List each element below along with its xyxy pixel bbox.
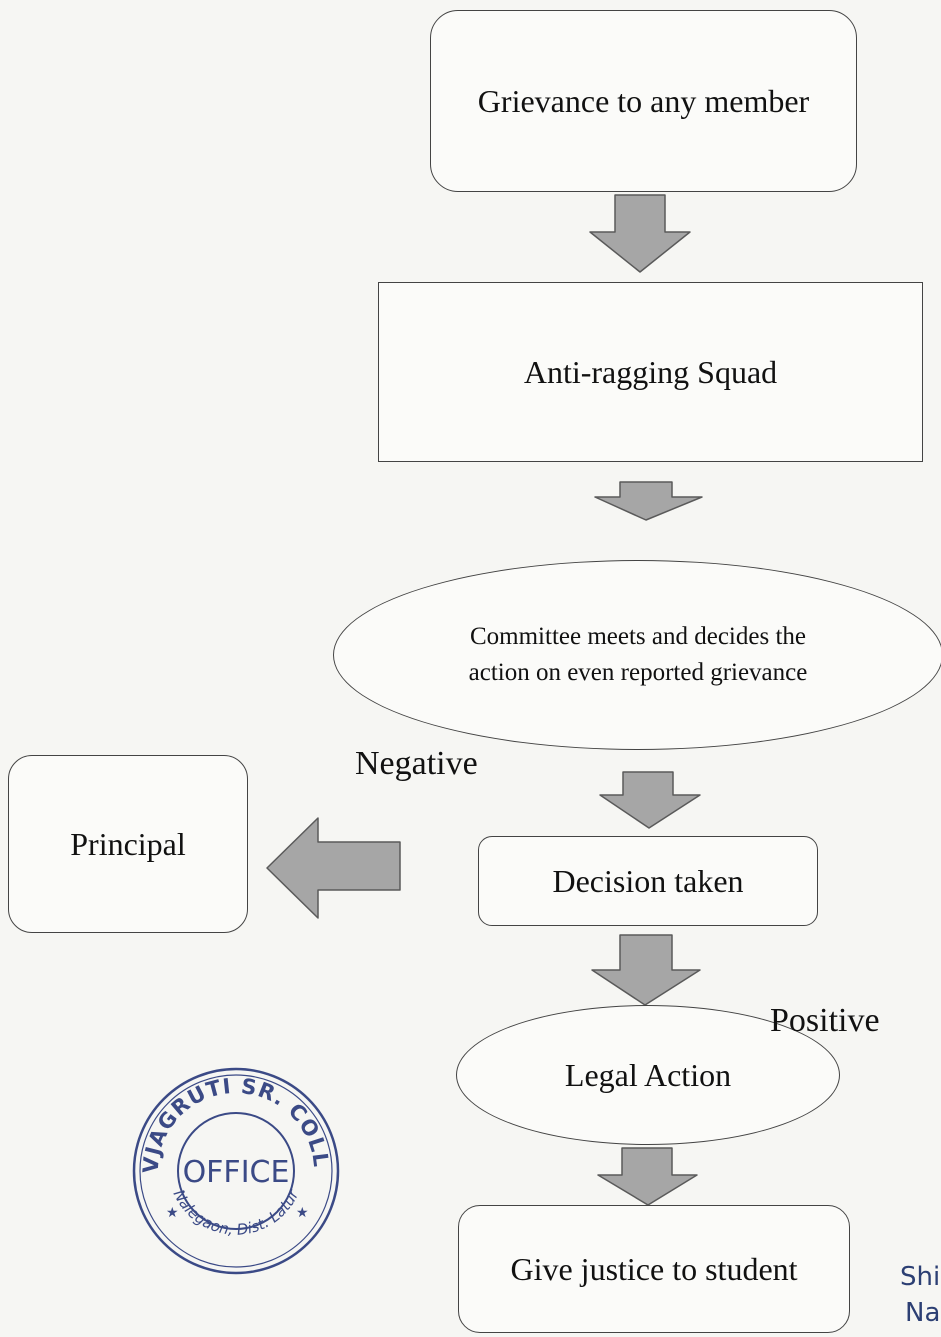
arrow-down-5	[597, 1147, 698, 1206]
legal-action-node: Legal Action	[456, 1005, 840, 1145]
give-justice-node: Give justice to student	[458, 1205, 850, 1333]
svg-text:Nalegaon, Dist. Latur: Nalegaon, Dist. Latur	[170, 1186, 303, 1238]
negative-edge-label: Negative	[355, 745, 478, 782]
anti-ragging-squad-node: Anti-ragging Squad	[378, 282, 923, 462]
stamp-star-right-icon: ★	[296, 1206, 309, 1221]
arrow-down-2	[594, 481, 703, 521]
grievance-label: Grievance to any member	[477, 82, 810, 119]
principal-node: Principal	[8, 755, 248, 933]
grievance-node: Grievance to any member	[430, 10, 857, 192]
stamp-star-left-icon: ★	[166, 1206, 179, 1221]
stamp-arc-bottom: Nalegaon, Dist. Latur	[170, 1186, 303, 1238]
arrow-down-3	[599, 771, 701, 829]
college-office-stamp: SHIVJAGRUTI SR. COLLEGE OFFICE Nalegaon,…	[130, 1065, 340, 1275]
stamp-center: OFFICE	[183, 1155, 290, 1190]
principal-label: Principal	[70, 825, 186, 862]
give-justice-label: Give justice to student	[510, 1250, 798, 1287]
legal-action-label: Legal Action	[564, 1056, 732, 1093]
footer-text-line1: Shi	[900, 1262, 941, 1292]
arrow-down-4	[591, 934, 701, 1006]
anti-ragging-squad-label: Anti-ragging Squad	[523, 353, 778, 390]
footer-text-line2: Na	[905, 1298, 941, 1328]
arrow-down-1	[589, 194, 691, 273]
decision-taken-node: Decision taken	[478, 836, 818, 926]
committee-label: Committee meets and decides the action o…	[468, 622, 808, 686]
committee-node: Committee meets and decides the action o…	[333, 560, 941, 750]
decision-taken-label: Decision taken	[552, 862, 744, 899]
positive-edge-label: Positive	[770, 1002, 880, 1039]
arrow-left-principal	[266, 817, 401, 919]
